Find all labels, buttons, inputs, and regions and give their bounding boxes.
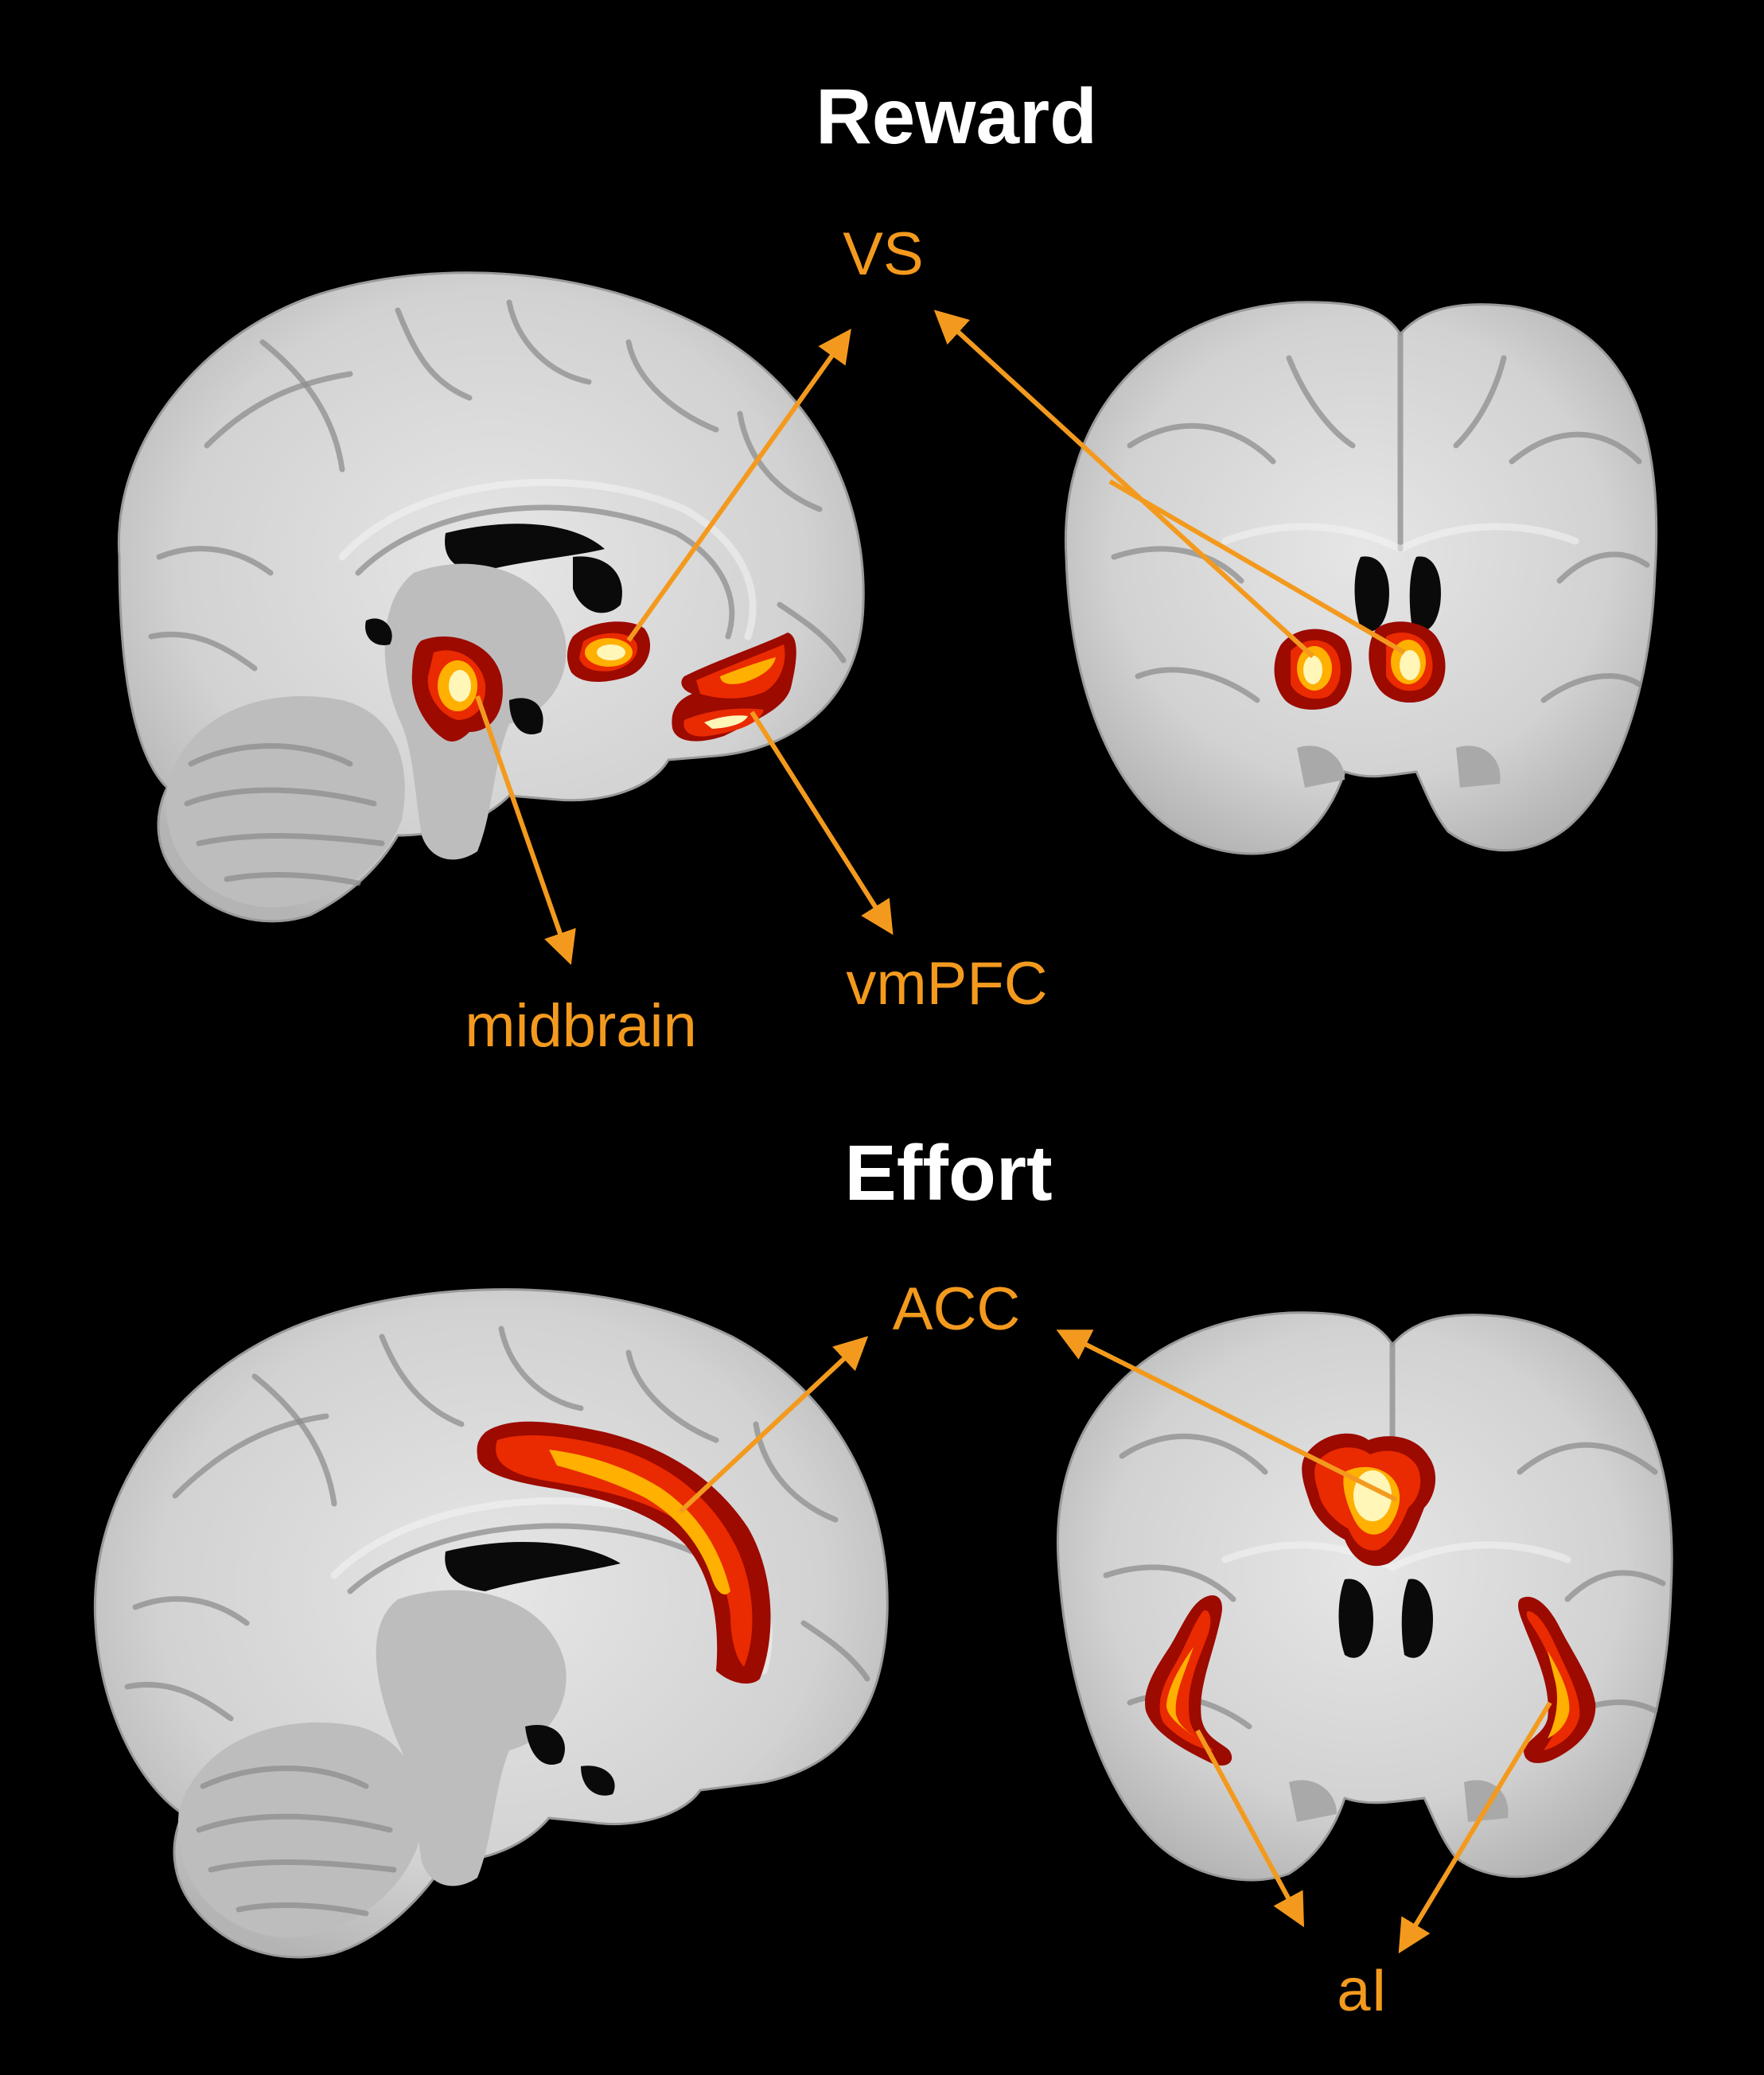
acc-sagittal-activation — [477, 1421, 771, 1684]
vs-left-coronal-activation — [1274, 629, 1352, 710]
arrow-ai-right — [1398, 1701, 1552, 1954]
vs-sagittal-activation — [567, 621, 651, 682]
effort-title: Effort — [844, 1129, 1052, 1217]
label-vs: VS — [843, 220, 923, 288]
label-vmpfc: vmPFC — [846, 950, 1047, 1018]
arrow-vs-coronal-right — [1108, 479, 1406, 655]
arrow-midbrain — [475, 695, 576, 965]
arrow-ai-left — [1195, 1729, 1305, 1928]
reward-coronal-brain — [1064, 301, 1658, 855]
ai-right-activation — [1517, 1596, 1596, 1763]
reward-title: Reward — [816, 72, 1097, 160]
arrow-acc-coronal — [1056, 1329, 1398, 1502]
label-acc: ACC — [893, 1275, 1020, 1343]
label-midbrain: midbrain — [465, 992, 696, 1060]
effort-sagittal-brain — [93, 1288, 889, 1959]
effort-coronal-brain — [1056, 1311, 1673, 1882]
label-ai: aI — [1337, 1956, 1387, 2024]
reward-arrows — [475, 309, 1406, 965]
arrow-acc-sagittal — [678, 1336, 869, 1514]
reward-panel: Reward — [117, 72, 1658, 1060]
reward-sagittal-brain — [117, 271, 865, 923]
arrow-vs-coronal-left — [933, 309, 1315, 659]
midbrain-activation — [411, 637, 503, 742]
ai-left-activation — [1145, 1595, 1232, 1766]
arrow-vs-sagittal — [626, 329, 851, 642]
vmpfc-activation — [672, 633, 796, 742]
effort-panel: Effort — [93, 1129, 1673, 2024]
arrow-vmpfc — [750, 710, 894, 936]
effort-arrows — [678, 1329, 1552, 1954]
